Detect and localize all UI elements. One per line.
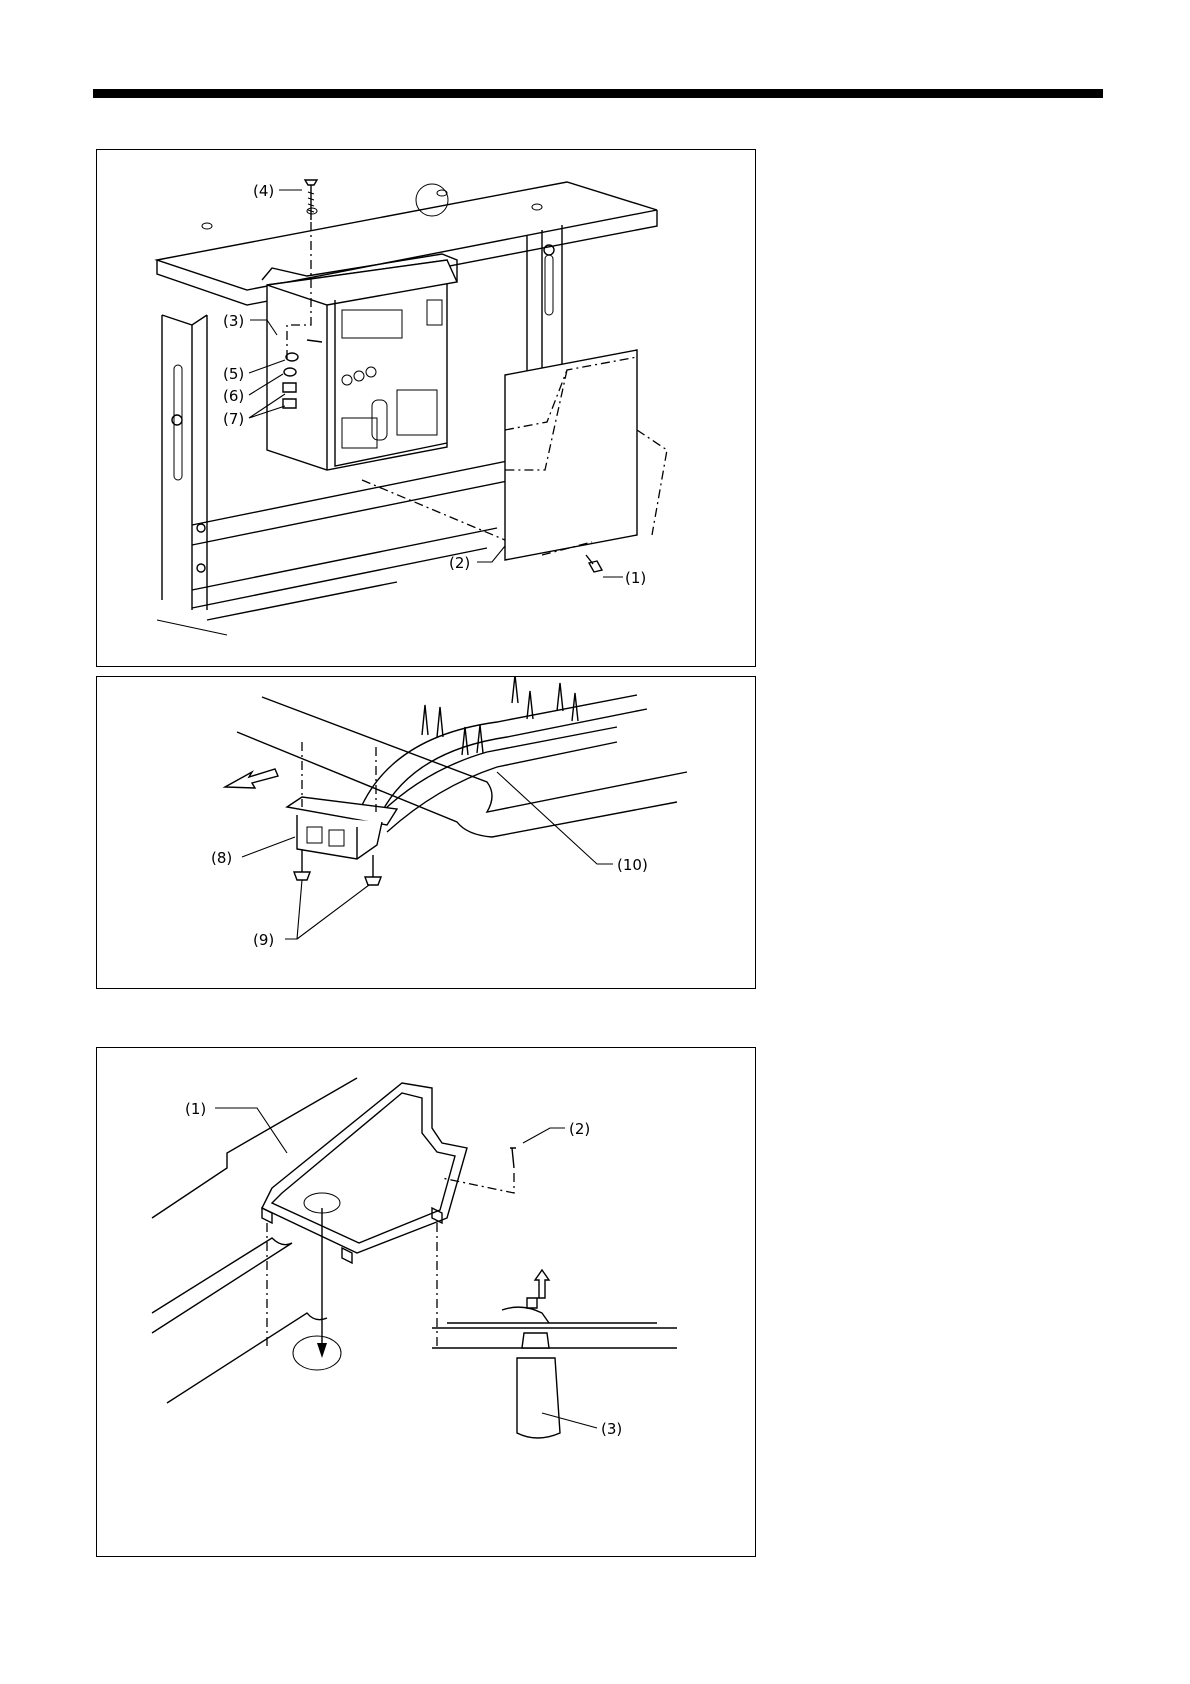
- screw-1-head: [589, 561, 602, 572]
- oil-bottle: [517, 1358, 560, 1438]
- oil-pan-illustration: (1) (2) (3): [97, 1048, 757, 1558]
- cover-panel: [505, 350, 637, 560]
- header-rule: [93, 89, 1103, 98]
- table-section: [432, 1323, 677, 1348]
- control-box-illustration: (4) (3) (5) (6) (7) (2) (1): [97, 150, 757, 668]
- power-cord: [367, 727, 617, 827]
- cross-rail: [192, 455, 537, 620]
- nail-2: [510, 1148, 516, 1168]
- screw-4-head: [305, 180, 317, 185]
- bottle-hole: [293, 1336, 341, 1370]
- power-cord: [377, 709, 647, 822]
- nut-7: [283, 383, 296, 392]
- nut-7: [283, 399, 296, 408]
- callout-1: (1): [625, 569, 646, 587]
- callout-2: (2): [569, 1120, 590, 1138]
- switch-box-illustration: (8) (9) (10): [97, 677, 757, 990]
- switch-box-body: [297, 815, 382, 859]
- figure-oil-pan-installation: (1) (2) (3): [96, 1047, 756, 1557]
- figure-control-box-mounting: (4) (3) (5) (6) (7) (2) (1): [96, 149, 756, 667]
- table-cutout: [152, 1238, 327, 1403]
- screw-9: [365, 877, 381, 885]
- callout-1: (1): [185, 1100, 206, 1118]
- table-hole-small: [202, 223, 212, 229]
- left-leg: [162, 315, 207, 610]
- leader-2: [523, 1128, 565, 1143]
- direction-arrow-icon: [225, 769, 278, 788]
- callout-5: (5): [223, 365, 244, 383]
- callout-3: (3): [223, 312, 244, 330]
- callout-10: (10): [617, 856, 648, 874]
- leader-2: [477, 546, 505, 562]
- leader-1: [215, 1108, 287, 1153]
- floor-line: [157, 620, 227, 635]
- figure-switch-box-mounting: (8) (9) (10): [96, 676, 756, 989]
- callout-2: (2): [449, 554, 470, 572]
- power-cord: [387, 742, 617, 832]
- push-arrow-icon: [527, 1270, 549, 1308]
- cord-staple: [422, 677, 578, 755]
- table-hole-small: [437, 190, 447, 196]
- callout-9: (9): [253, 931, 274, 949]
- oil-pan: [262, 1083, 467, 1253]
- callout-4: (4): [253, 182, 274, 200]
- callout-7: (7): [223, 410, 244, 428]
- screw-9: [294, 872, 310, 880]
- bottle-neck: [522, 1333, 549, 1348]
- drain-arrow-head-icon: [317, 1343, 327, 1358]
- rail-bolt: [197, 564, 205, 572]
- leader-9: [285, 880, 369, 939]
- hand: [502, 1307, 549, 1323]
- callout-8: (8): [211, 849, 232, 867]
- leader-8: [242, 837, 295, 857]
- leg-slot: [545, 255, 553, 315]
- rail-bolt: [197, 524, 205, 532]
- callout-3: (3): [601, 1420, 622, 1438]
- callout-6: (6): [223, 387, 244, 405]
